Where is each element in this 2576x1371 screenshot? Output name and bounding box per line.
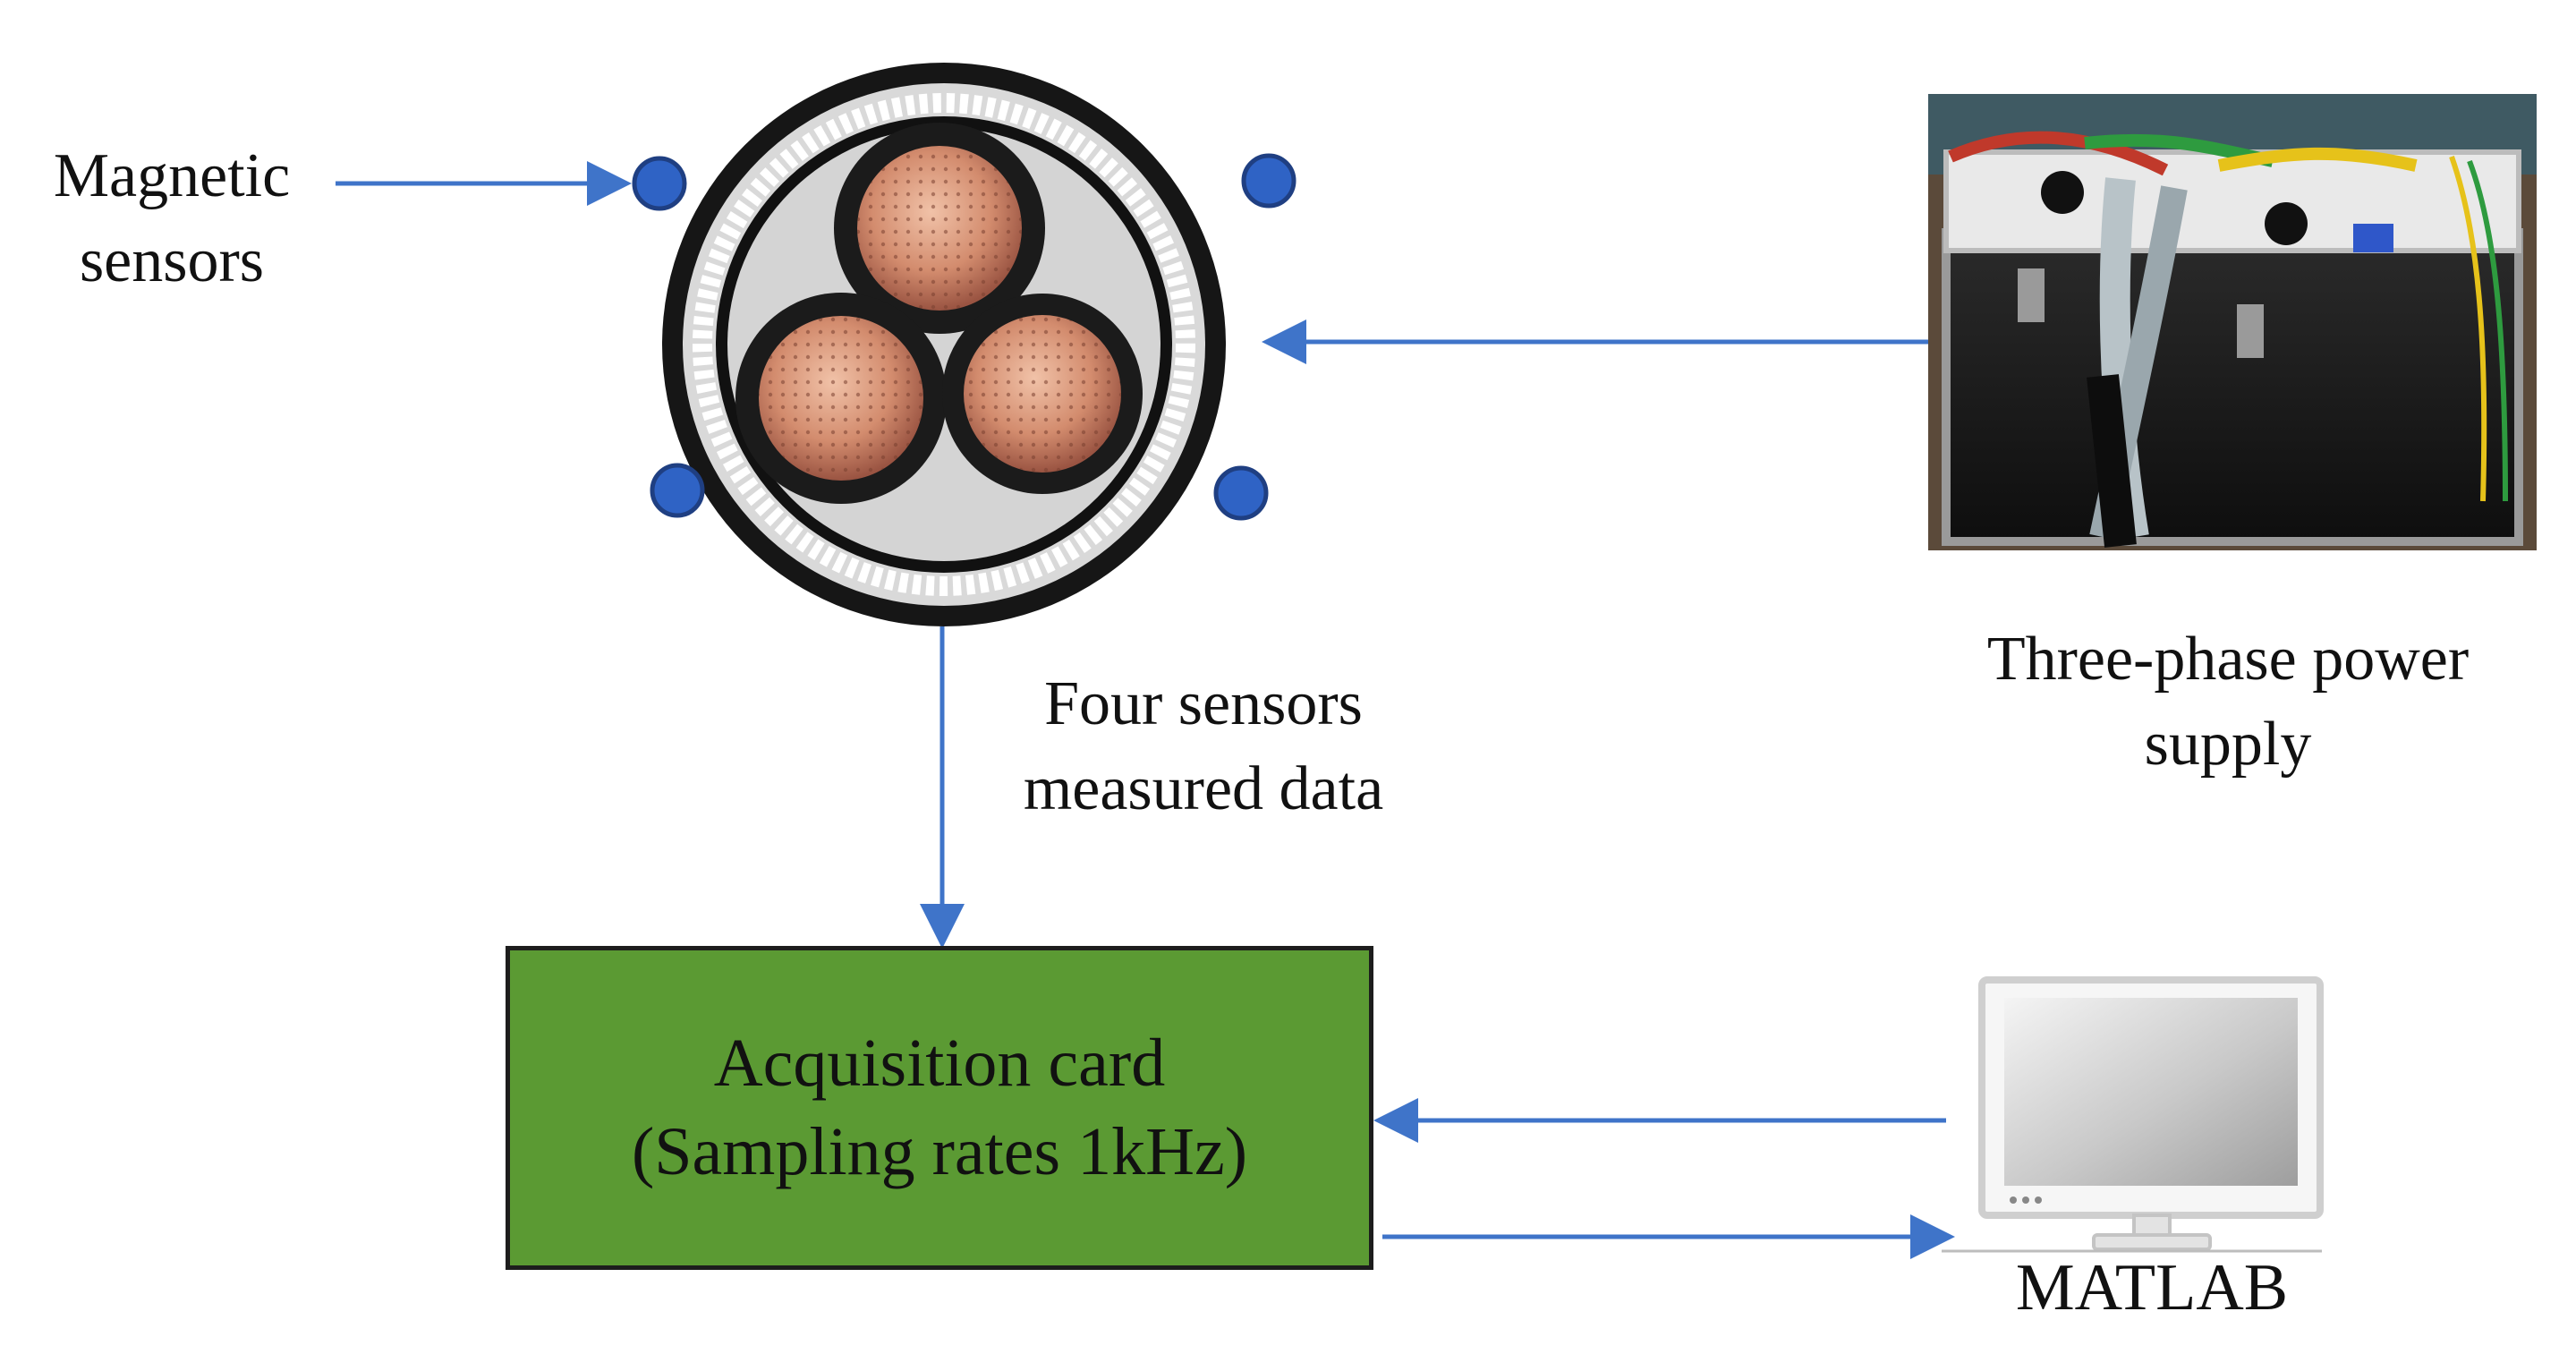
monitor-icon [1942,976,2324,1253]
acquisition-card-sampling: (Sampling rates 1kHz) [631,1114,1248,1189]
cable-core-top [834,123,1045,334]
four-sensors-label-line2: measured data [1023,754,1384,823]
sensor-top-left [632,156,687,211]
four-sensors-label: Four sensors measured data [966,662,1441,831]
power-supply-label-line2: supply [2144,709,2312,779]
magnetic-sensors-label-line2: sensors [79,226,265,295]
power-supply-label: Three-phase power supply [1897,617,2559,787]
cable-core-left [735,293,947,504]
power-supply-image [1928,94,2537,550]
sensor-bottom-right [1213,465,1269,521]
acquisition-card-box: Acquisition card (Sampling rates 1kHz) [506,946,1373,1270]
magnetic-sensors [632,153,1297,521]
sensor-top-right [1241,153,1297,209]
arrows [336,161,1955,1259]
cable-core-right [942,294,1143,494]
sensor-bottom-left [650,463,705,518]
power-supply-label-line1: Three-phase power [1986,625,2470,694]
acquisition-card-title: Acquisition card [713,1026,1166,1102]
four-sensors-label-line1: Four sensors [1044,669,1363,738]
magnetic-sensors-label-line1: Magnetic [53,141,291,210]
matlab-label: MATLAB [2015,1251,2289,1324]
cable-cross-section [662,63,1226,626]
magnetic-sensors-label: Magnetic sensors [20,134,324,303]
